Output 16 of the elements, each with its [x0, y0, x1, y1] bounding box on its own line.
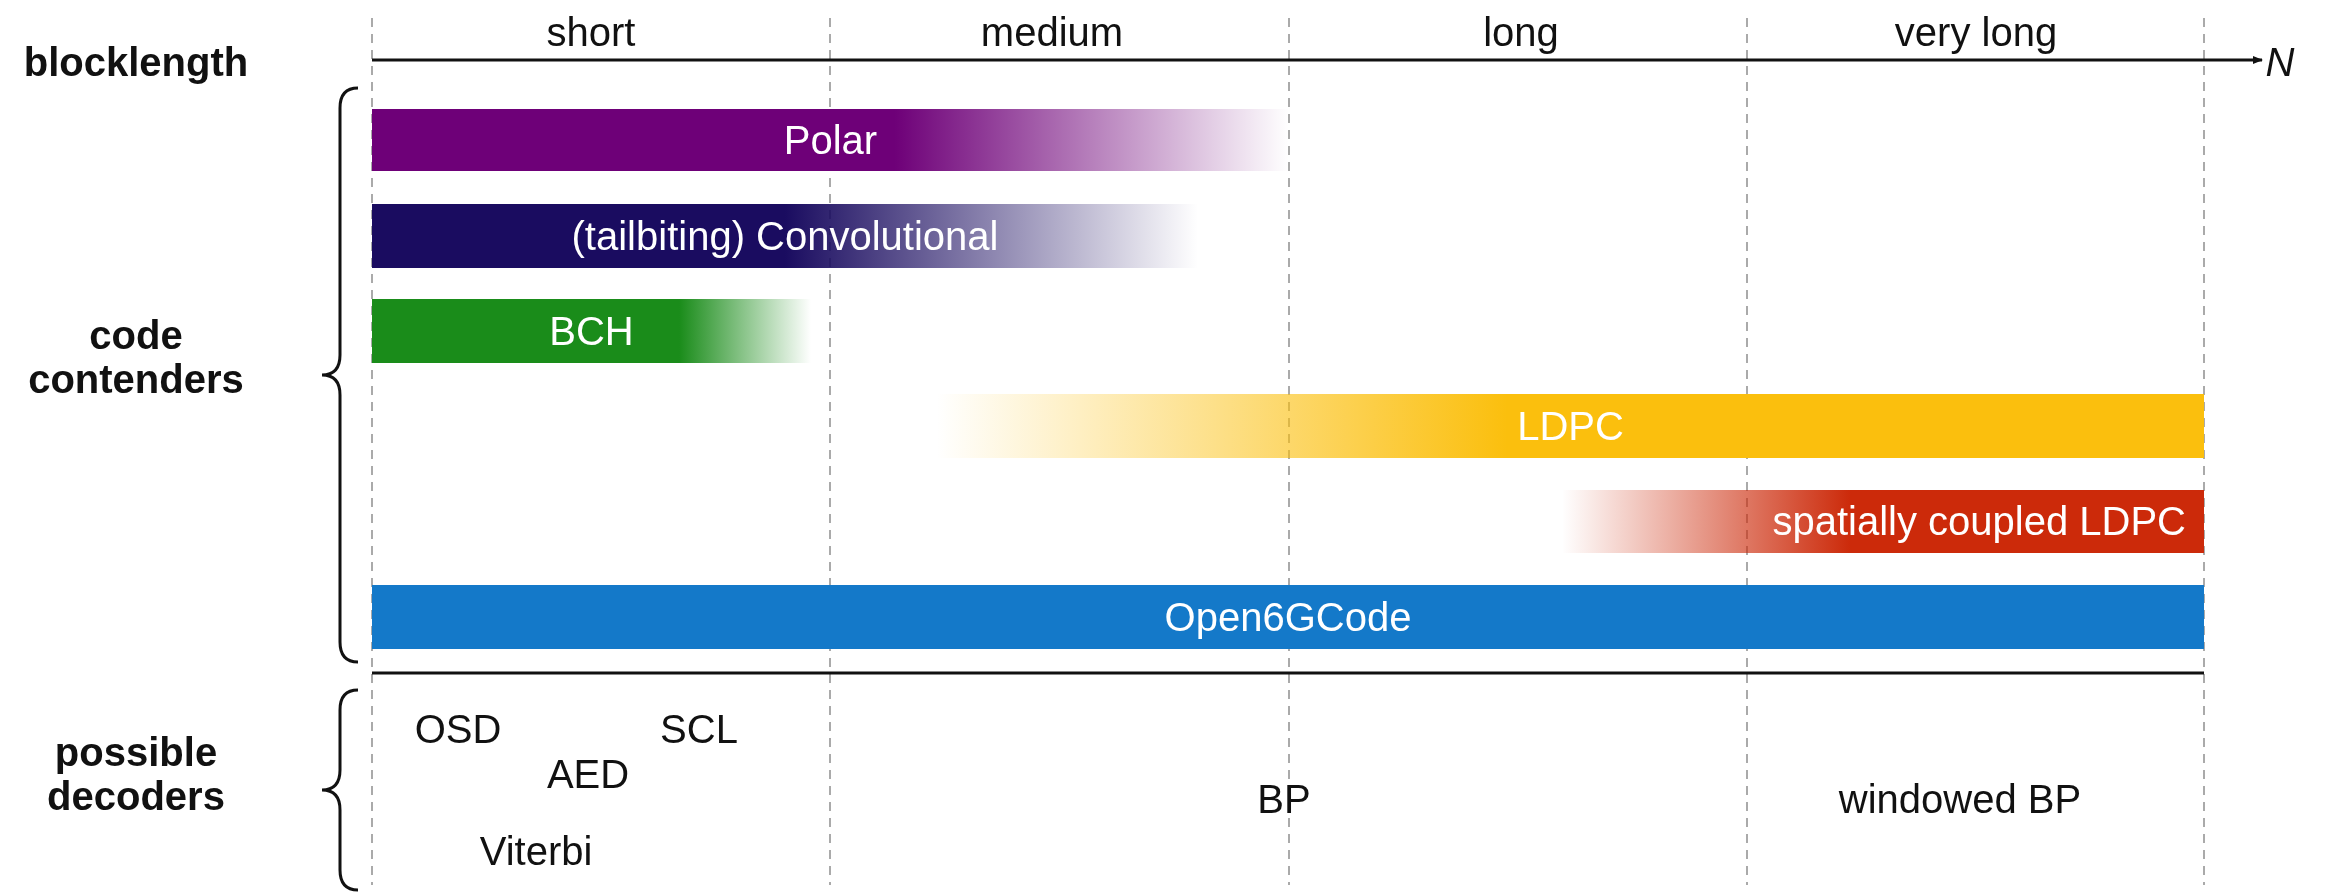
code-bar: BCH [372, 299, 811, 363]
decoder-label: BP [1257, 777, 1311, 821]
column-heading: very long [1894, 10, 2058, 54]
decoder-label: SCL [660, 707, 738, 751]
decoder-label: OSD [414, 707, 502, 751]
axis-label: blocklength [23, 40, 249, 84]
code-bar: Open6GCode [372, 585, 2204, 649]
decoder-label: Viterbi [479, 829, 593, 873]
decoder-label: AED [546, 752, 630, 796]
row-heading: code contenders [27, 313, 245, 401]
column-heading: long [1483, 10, 1559, 54]
column-heading: short [546, 10, 636, 54]
decoder-label: windowed BP [1838, 777, 2082, 821]
row-heading: possible decoders [46, 730, 226, 818]
axis-label: N [2265, 40, 2295, 84]
column-heading: medium [980, 10, 1124, 54]
